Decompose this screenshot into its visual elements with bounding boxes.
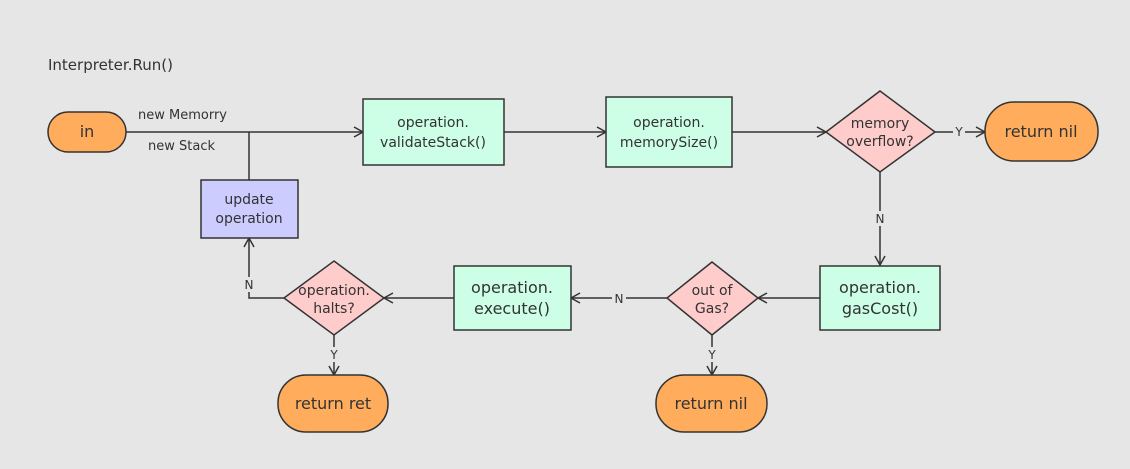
node-execute-line2: execute() xyxy=(474,299,550,318)
node-halts-line1: operation. xyxy=(298,283,370,299)
node-return-ret-label: return ret xyxy=(295,394,371,413)
node-update-line2: operation xyxy=(215,211,282,227)
node-overflow-line1: memory xyxy=(851,116,910,132)
node-halts-line2: halts? xyxy=(313,301,355,317)
label-bg-n-gas xyxy=(612,291,626,306)
label-n-gas: N xyxy=(615,292,624,306)
label-n-halts: N xyxy=(245,278,254,292)
node-overflow-line2: overflow? xyxy=(846,134,913,150)
node-update-operation: update operation xyxy=(200,179,299,239)
label-y-gas: Y xyxy=(707,348,716,362)
node-execute-line1: operation. xyxy=(471,278,553,297)
node-outofgas-line2: Gas? xyxy=(695,301,729,317)
label-y-overflow: Y xyxy=(954,125,963,139)
label-bg-y-halts xyxy=(327,347,341,362)
label-new-memory: new Memorry xyxy=(138,108,227,123)
node-return-nil-top-label: return nil xyxy=(1004,122,1077,141)
node-memsize-line1: operation. xyxy=(633,115,705,131)
node-return-nil-bottom-label: return nil xyxy=(674,394,747,413)
node-update-line1: update xyxy=(224,192,273,208)
node-validate-line1: operation. xyxy=(397,115,469,131)
label-n-overflow: N xyxy=(876,212,885,226)
node-start: in xyxy=(47,111,127,153)
node-gascost-line2: gasCost() xyxy=(842,299,918,318)
node-memory-size: operation. memorySize() xyxy=(605,96,733,168)
node-validate-stack: operation. validateStack() xyxy=(362,98,505,166)
node-memsize-line2: memorySize() xyxy=(620,135,718,151)
node-execute: operation. execute() xyxy=(453,265,572,331)
label-new-stack: new Stack xyxy=(148,139,215,154)
diagram-title: Interpreter.Run() xyxy=(48,56,173,74)
node-out-of-gas-decision: out of Gas? xyxy=(665,261,760,336)
label-bg-n-overflow xyxy=(873,211,887,226)
label-bg-y-gas xyxy=(705,347,719,362)
node-halts-decision: operation. halts? xyxy=(282,260,386,336)
node-gascost-line1: operation. xyxy=(839,278,921,297)
node-memory-overflow-decision: memory overflow? xyxy=(824,90,937,173)
label-bg-y-overflow xyxy=(953,125,965,139)
node-return-nil-top: return nil xyxy=(984,101,1099,162)
node-return-ret: return ret xyxy=(277,374,389,433)
node-return-nil-bottom: return nil xyxy=(655,374,768,433)
edge-halts-to-update xyxy=(243,236,284,299)
node-start-label: in xyxy=(80,122,95,141)
label-y-halts: Y xyxy=(329,348,338,362)
label-bg-n-halts xyxy=(242,277,256,292)
node-gas-cost: operation. gasCost() xyxy=(819,265,941,331)
node-outofgas-line1: out of xyxy=(692,283,734,299)
node-validate-line2: validateStack() xyxy=(380,135,486,151)
